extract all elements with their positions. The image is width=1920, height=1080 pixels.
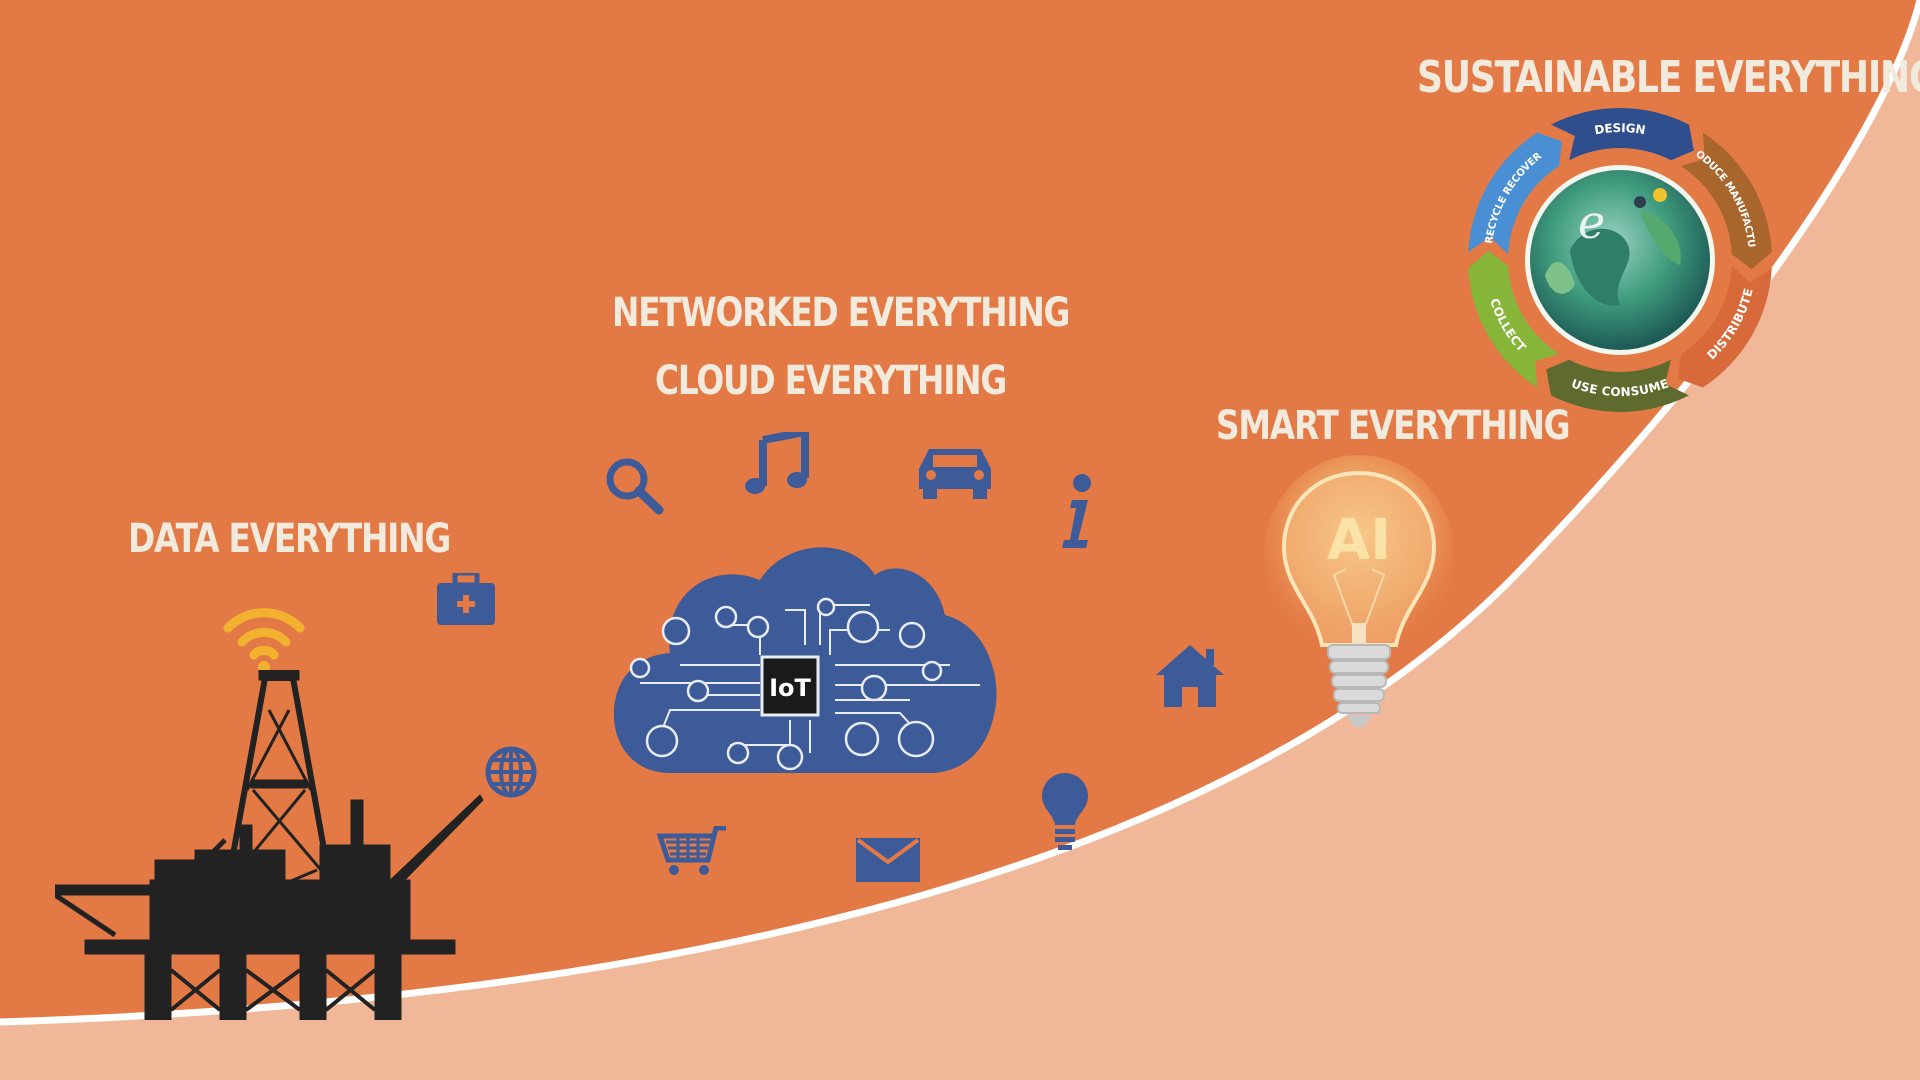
- cycle-segment-design: [1550, 107, 1694, 161]
- globe-icon: [485, 746, 537, 798]
- medical-kit-icon: [437, 573, 495, 625]
- car-icon: [919, 449, 991, 499]
- home-icon: [1156, 645, 1224, 707]
- shopping-cart-icon: [656, 826, 726, 875]
- bulb-base: [1327, 644, 1391, 714]
- lightbulb-icon: [1042, 773, 1088, 850]
- oil-rig-icon: [55, 670, 484, 1020]
- mail-icon: [856, 838, 920, 882]
- cycle-segment-use-consume: [1546, 359, 1690, 412]
- cycle-label-design: DESIGN: [1593, 120, 1646, 136]
- label-networked-everything: NETWORKED EVERYTHING: [612, 290, 1070, 336]
- curve-line: [0, 0, 1920, 1026]
- ai-lightbulb: AI: [1264, 455, 1452, 727]
- wifi-icon: [223, 608, 305, 673]
- label-smart-everything: SMART EVERYTHING: [1216, 403, 1571, 449]
- iot-chip-label: IoT: [769, 674, 811, 702]
- cycle-segment-recycle-recover: [1468, 132, 1563, 255]
- cycle-segment-collect: [1468, 250, 1560, 388]
- cycle-segment-distribute: [1677, 265, 1772, 388]
- search-icon: [606, 458, 664, 515]
- info-icon: [1062, 474, 1091, 548]
- sustainability-cycle: DESIGNPRODUCE MANUFACTUREDISTRIBUTEUSE C…: [1460, 100, 1772, 412]
- iot-cloud: IoT: [613, 547, 997, 773]
- label-sustainable-everything: SUSTAINABLE EVERYTHING: [1417, 52, 1920, 103]
- label-cloud-everything: CLOUD EVERYTHING: [655, 358, 1007, 404]
- bulb-ai-text: AI: [1327, 508, 1391, 573]
- cycle-segment-produce-manufacture: [1680, 132, 1772, 270]
- iot-chip: [760, 655, 820, 717]
- music-icon: [745, 432, 809, 494]
- label-data-everything: DATA EVERYTHING: [128, 516, 451, 562]
- center-logo-mark: e: [1578, 195, 1605, 249]
